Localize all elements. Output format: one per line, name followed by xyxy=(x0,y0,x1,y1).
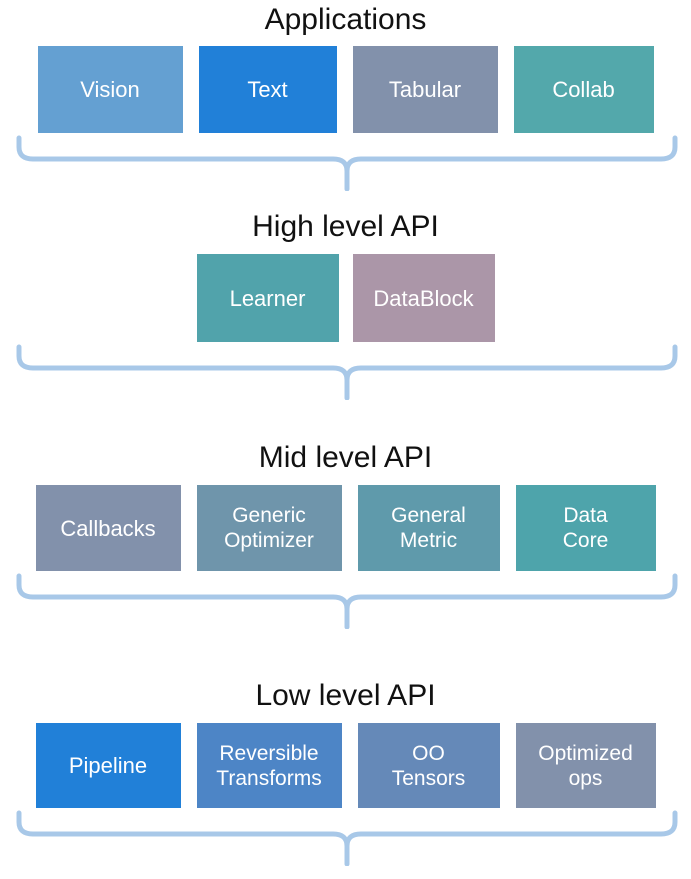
node-learner[interactable]: Learner xyxy=(196,254,339,342)
node-general-metric[interactable]: General Metric xyxy=(357,485,500,571)
node-pipeline[interactable]: Pipeline xyxy=(35,723,181,808)
node-vision[interactable]: Vision xyxy=(37,46,183,133)
node-optimized-ops[interactable]: Optimized ops xyxy=(515,723,656,808)
brace-mid-level-api xyxy=(0,571,691,629)
brace-high-level-api xyxy=(0,342,691,400)
node-collab[interactable]: Collab xyxy=(513,46,654,133)
node-tabular[interactable]: Tabular xyxy=(352,46,498,133)
section-title-mid-level-api: Mid level API xyxy=(258,441,433,474)
node-datablock[interactable]: DataBlock xyxy=(352,254,495,342)
section-title-applications: Applications xyxy=(264,3,427,36)
node-callbacks[interactable]: Callbacks xyxy=(35,485,181,571)
brace-low-level-api xyxy=(0,808,691,866)
node-oo-tensors[interactable]: OO Tensors xyxy=(357,723,500,808)
node-text[interactable]: Text xyxy=(198,46,337,133)
node-reversible-transforms[interactable]: Reversible Transforms xyxy=(196,723,342,808)
section-title-high-level-api: High level API xyxy=(252,210,439,243)
brace-applications xyxy=(0,133,691,191)
section-title-low-level-api: Low level API xyxy=(255,679,436,712)
node-data-core[interactable]: Data Core xyxy=(515,485,656,571)
node-generic-optimizer[interactable]: Generic Optimizer xyxy=(196,485,342,571)
